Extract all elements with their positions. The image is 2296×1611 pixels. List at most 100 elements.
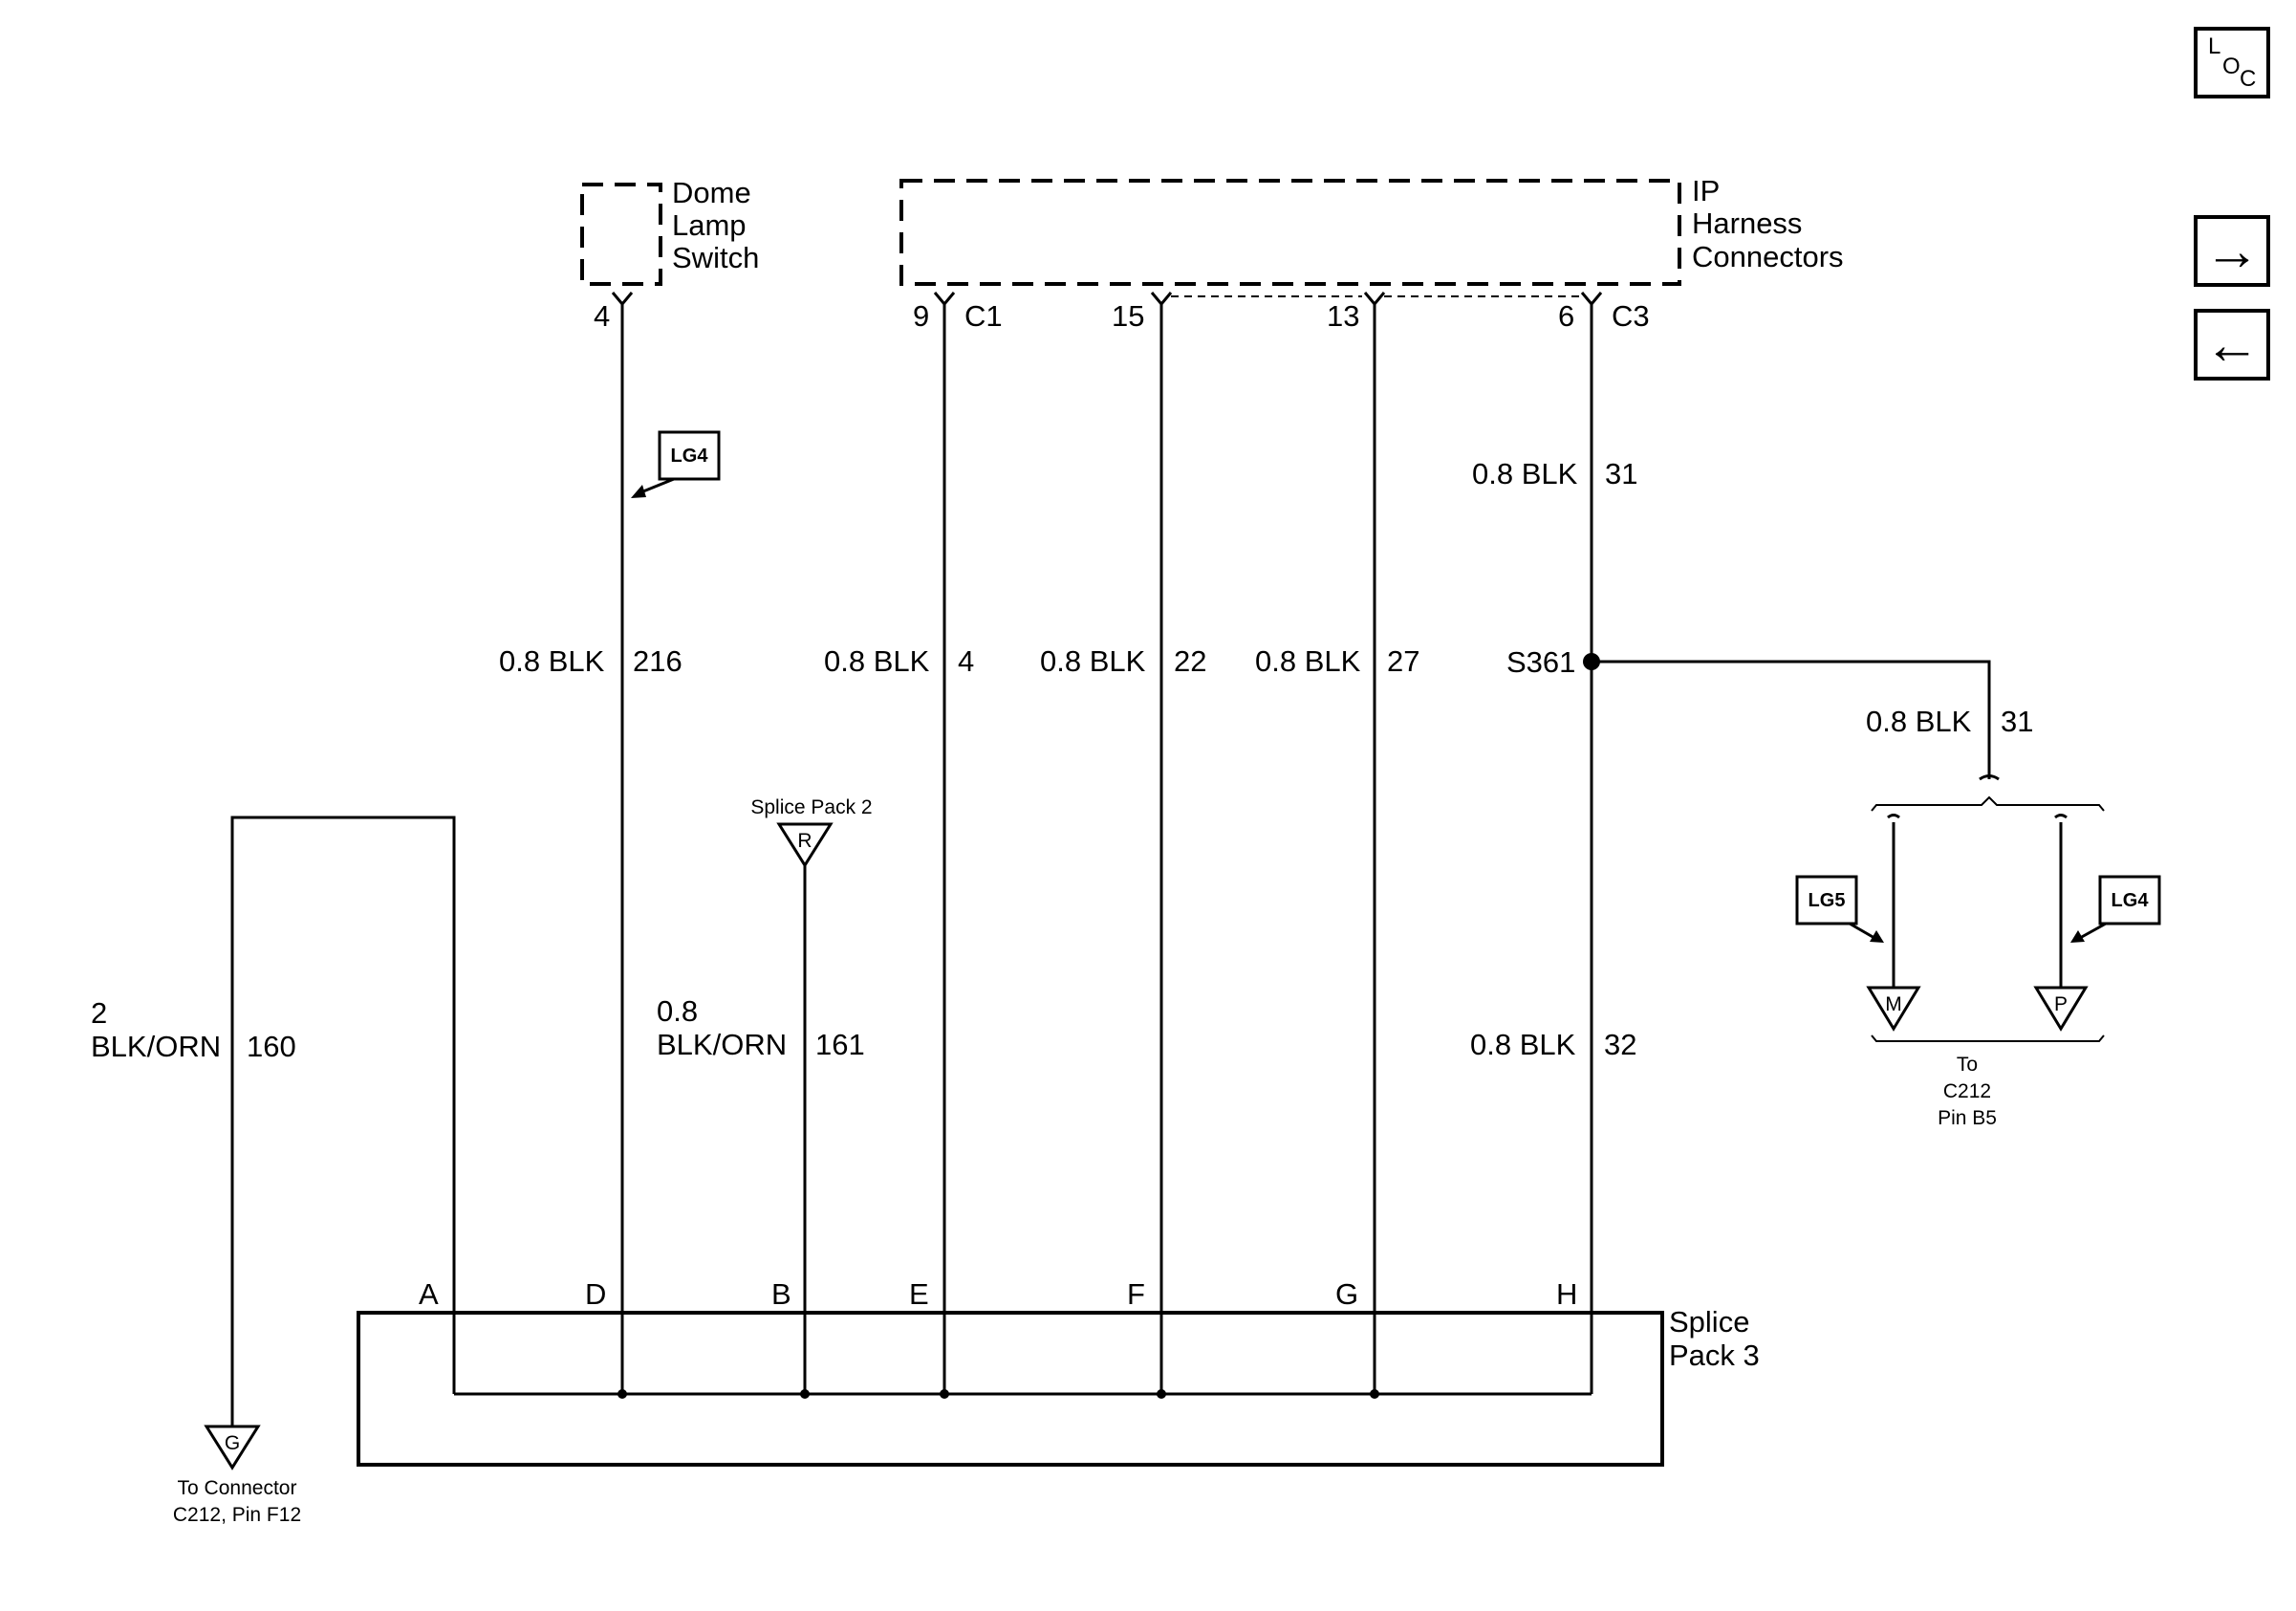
sub-branch-m-break [1887, 814, 1900, 819]
ip-harness-outline [899, 179, 1681, 286]
branch-bracket-bottom [1871, 1034, 2105, 1042]
pin-15-number: 15 [1112, 299, 1144, 333]
wire-4-circuit: 4 [958, 644, 974, 678]
ref-m-triangle [1866, 986, 1921, 1032]
wire-31-circuit: 31 [1605, 457, 1637, 490]
ref-m-letter: M [1885, 993, 1902, 1015]
wire-160-gauge: 2 [91, 996, 107, 1030]
dome-label-line3: Switch [672, 241, 759, 274]
wire-32-circuit: 32 [1604, 1028, 1636, 1061]
c3-pin-number: 6 [1558, 299, 1574, 333]
lg4-top-leader [638, 477, 675, 495]
splice-pin-f: F [1127, 1277, 1145, 1311]
dome-label-line2: Lamp [672, 208, 747, 242]
dome-lamp-switch-outline [580, 183, 662, 286]
branch-bracket-top [1871, 795, 2105, 812]
loc-letter-c: C [2240, 66, 2256, 92]
ref-p-triangle [2033, 986, 2089, 1032]
c1-pin9-terminal [933, 292, 956, 307]
bus-node-e [940, 1389, 949, 1399]
wire-160 [230, 816, 456, 1426]
ip-label-line1: IP [1692, 174, 1720, 207]
lg5-text: LG5 [1809, 890, 1846, 911]
branch-break-mark [1979, 774, 2000, 781]
wire-31-branch-gauge-color: 0.8 BLK [1866, 705, 1972, 738]
lg4-top-tag[interactable]: LG4 [631, 430, 721, 498]
pin15-terminal [1150, 292, 1173, 307]
prev-page-box[interactable] [2194, 309, 2270, 381]
splice-pin-h: H [1556, 1277, 1577, 1311]
ref-r-letter: R [797, 830, 812, 852]
dome-lamp-switch: Dome Lamp Switch 4 [580, 176, 759, 333]
ref-r-triangle [776, 822, 834, 868]
c1-pin-number: 9 [913, 299, 929, 333]
lg4-top-arrowhead [631, 485, 646, 498]
loc-letter-l: L [2208, 33, 2220, 59]
lg4-right-box[interactable] [2098, 875, 2161, 925]
locator-tags: LG4 LG5 LG4 [631, 430, 2161, 943]
wire-4-gauge-color: 0.8 BLK [824, 644, 930, 678]
splice-pack-3-label-line1: Splice [1669, 1305, 1749, 1339]
bus-node-b [800, 1389, 810, 1399]
to-connector-line2: C212, Pin F12 [173, 1504, 301, 1526]
wire-27-circuit: 27 [1387, 644, 1419, 678]
splice-pin-g: G [1335, 1277, 1358, 1311]
to-c212-line1: To [1957, 1054, 1978, 1076]
to-connector-line1: To Connector [178, 1477, 297, 1499]
splice-pin-a: A [419, 1277, 439, 1311]
prev-page-button[interactable]: ← [2194, 309, 2270, 381]
wire-22-circuit: 22 [1174, 644, 1206, 678]
loc-letter-o: O [2222, 54, 2241, 79]
wire-31-gauge-color: 0.8 BLK [1472, 457, 1578, 490]
lg4-right-leader [2079, 922, 2107, 940]
bus-node-g [1370, 1389, 1379, 1399]
splice-pin-d: D [585, 1277, 606, 1311]
wire-216-circuit: 216 [633, 644, 682, 678]
ref-p-letter: P [2054, 993, 2068, 1015]
splice-pin-b: B [771, 1277, 791, 1311]
wire-27-gauge-color: 0.8 BLK [1255, 644, 1361, 678]
lg4-right-tag[interactable]: LG4 [2070, 875, 2161, 943]
loc-button[interactable]: L O C [2194, 27, 2270, 98]
next-page-button[interactable]: → [2194, 215, 2270, 287]
splice-pack-3-label-line2: Pack 3 [1669, 1339, 1760, 1372]
wire-22-gauge-color: 0.8 BLK [1040, 644, 1146, 678]
lg4-right-arrowhead [2070, 930, 2085, 943]
dome-pin-terminal [611, 292, 634, 307]
dome-pin-number: 4 [594, 299, 610, 333]
bus-node-d [617, 1389, 627, 1399]
wire-32-gauge-color: 0.8 BLK [1470, 1028, 1576, 1061]
arrow-right-icon: → [2204, 220, 2260, 282]
sub-branch-p-break [2054, 814, 2068, 819]
ref-g-letter: G [225, 1432, 240, 1454]
lg4-right-text: LG4 [2112, 890, 2150, 911]
nav-controls: L O C → ← [2194, 27, 2270, 381]
ref-g-triangle [204, 1425, 261, 1470]
ip-harness-connectors: IP Harness Connectors 9 C1 15 13 6 C3 [899, 174, 1844, 333]
splice-s361-branch: S361 0.8 BLK 31 To C212 Pin B5 [1506, 645, 2105, 1129]
splice-s361-label: S361 [1506, 645, 1575, 679]
arrow-left-icon: ← [2204, 314, 2260, 376]
lg5-box[interactable] [1795, 875, 1858, 925]
reference-symbols: Splice Pack 2 R G To Connector C212, Pin… [173, 796, 2089, 1526]
to-c212-line3: Pin B5 [1938, 1107, 1997, 1129]
c3-connector-name: C3 [1612, 299, 1650, 333]
wire-160-color: BLK/ORN [91, 1030, 221, 1063]
wires: 0.8 BLK 216 0.8 BLK 4 0.8 BLK 22 0.8 BLK… [91, 304, 1637, 1426]
splice-pack-3: Splice Pack 3 A D B E F G H [357, 1277, 1760, 1467]
pin13-terminal [1363, 292, 1386, 307]
ip-label-line2: Harness [1692, 207, 1802, 240]
to-c212-line2: C212 [1943, 1080, 1991, 1102]
lg5-tag[interactable]: LG5 [1795, 875, 1884, 943]
ip-label-line3: Connectors [1692, 240, 1844, 273]
splice-pack-3-outline [357, 1311, 1664, 1467]
lg4-top-box[interactable] [658, 430, 721, 481]
splice-pin-e: E [909, 1277, 929, 1311]
lg4-top-text: LG4 [671, 446, 709, 467]
wire-160-circuit: 160 [247, 1030, 296, 1063]
loc-button-box[interactable] [2194, 27, 2270, 98]
wire-31-branch [1592, 660, 1991, 779]
next-page-box[interactable] [2194, 215, 2270, 287]
wire-161-color: BLK/ORN [657, 1028, 787, 1061]
